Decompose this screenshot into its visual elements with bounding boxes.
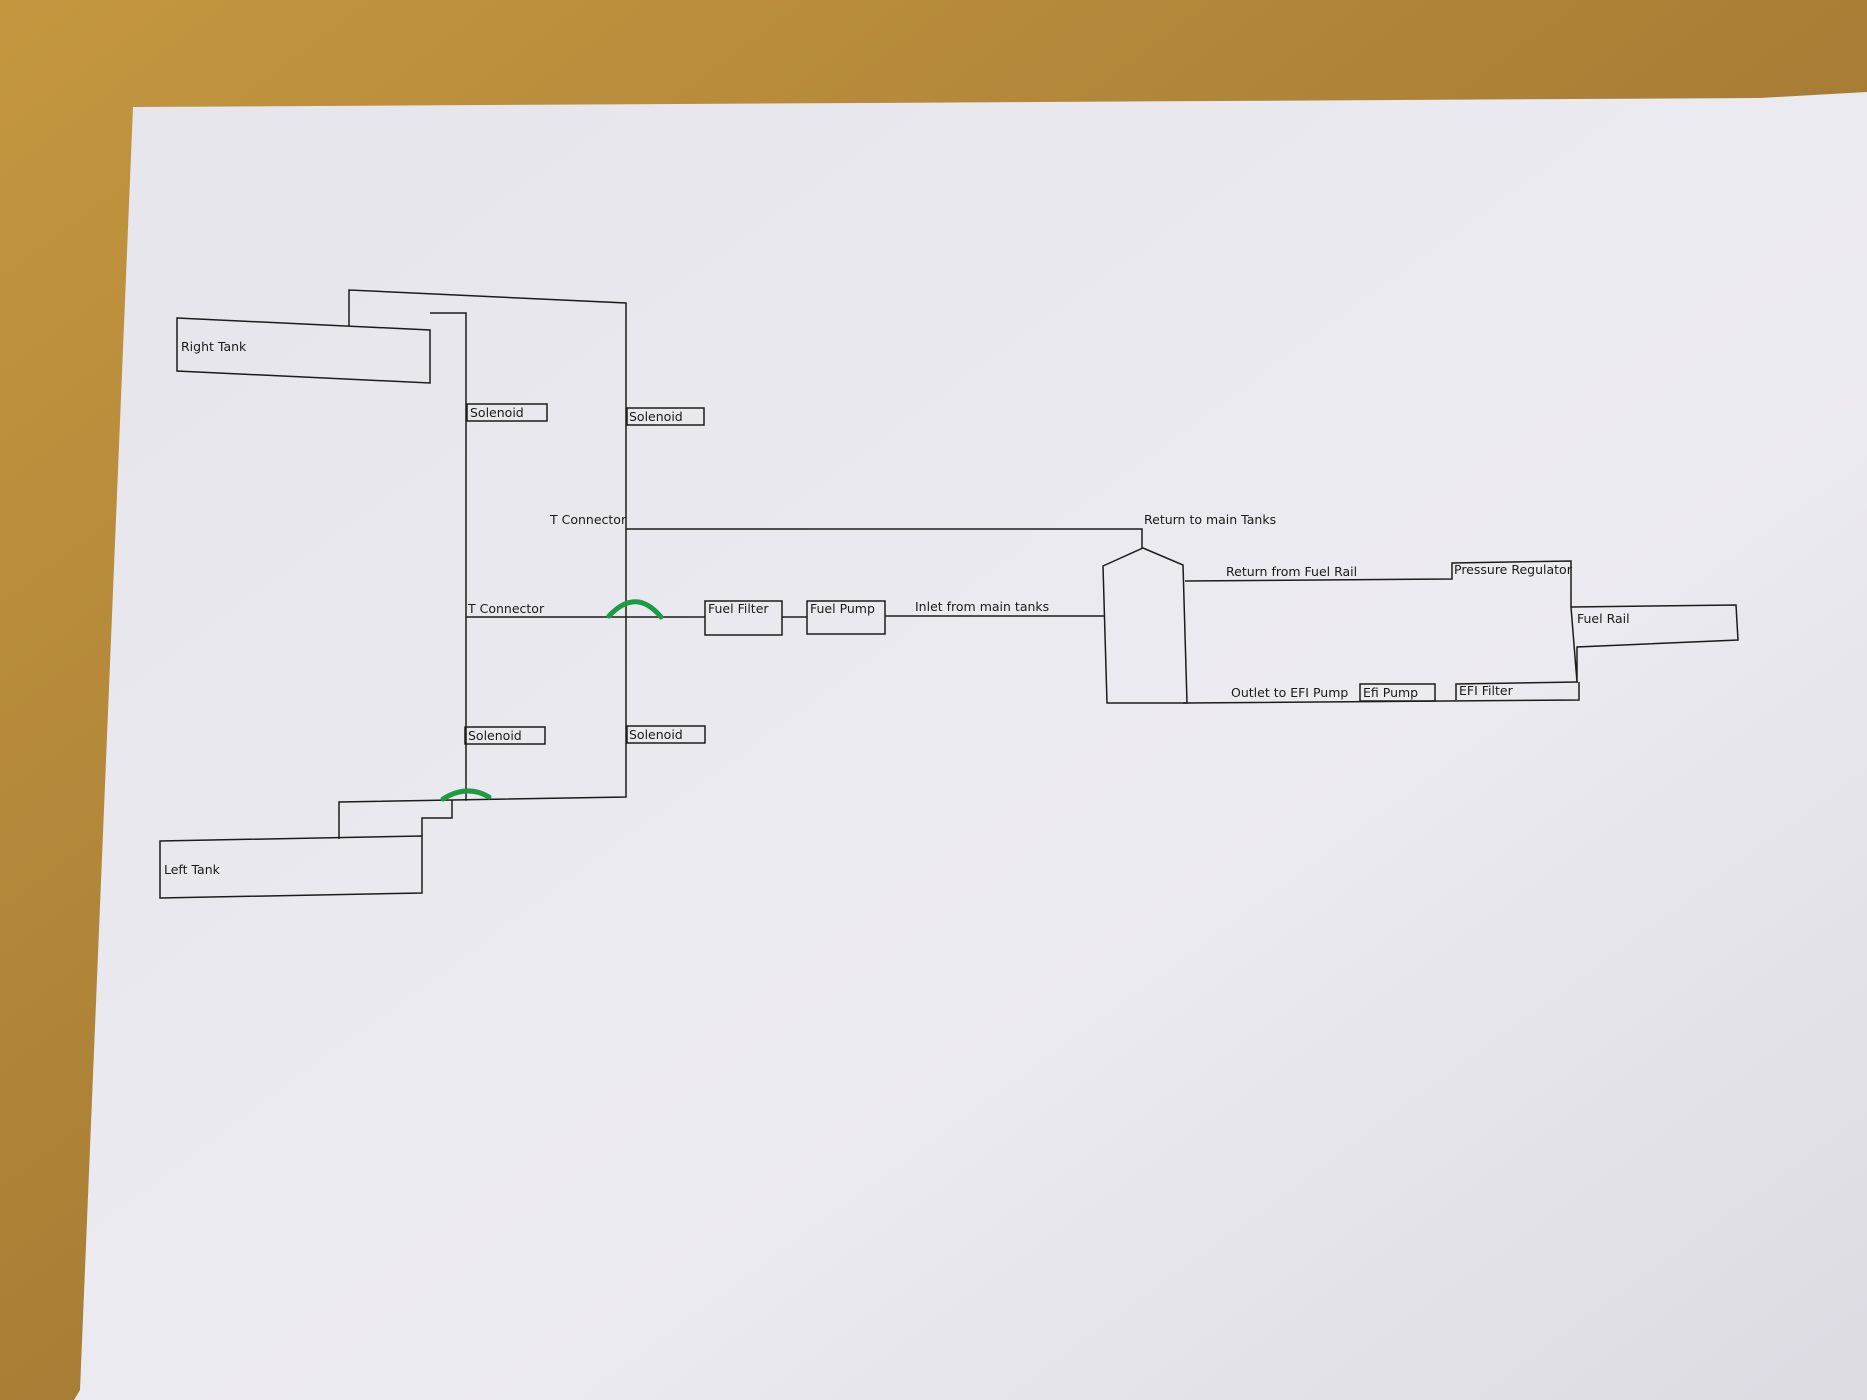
fuel-filter-box: [704, 600, 783, 636]
left-tank-label: Left Tank: [164, 862, 221, 877]
solenoid-top-right-box: [626, 407, 705, 426]
solenoid-bottom-left-box: [464, 726, 546, 745]
return-to-main-tanks-label: Return to main Tanks: [1144, 512, 1276, 527]
return-from-fuel-rail-line: [1184, 560, 1572, 607]
return-from-fuel-rail-label: Return from Fuel Rail: [1226, 564, 1357, 579]
solenoid-top-left-label: Solenoid: [470, 405, 524, 420]
paper-sheet: [74, 92, 1867, 1400]
fuel-filter-label: Fuel Filter: [708, 601, 769, 616]
solenoid-bottom-right-box: [626, 725, 706, 744]
t-connector-right-label: T Connector: [549, 512, 627, 527]
fuel-pump-box: [806, 600, 886, 635]
right-tank-box: [176, 317, 431, 384]
efi-pump-box: [1359, 683, 1436, 702]
solenoid-bottom-right-label: Solenoid: [629, 727, 683, 742]
efi-pump-label: Efi Pump: [1363, 685, 1418, 700]
inlet-from-main-tanks-label: Inlet from main tanks: [915, 599, 1049, 614]
left-tank-box: [159, 835, 423, 899]
efi-filter-box: [1455, 681, 1579, 700]
fuel-rail-box: [1570, 604, 1739, 683]
green-crossover-mark-lower: [440, 788, 492, 802]
solenoid-top-left-box: [466, 403, 548, 422]
left-tank-connection: [421, 800, 453, 836]
right-tank-top-pipe: [338, 289, 627, 839]
efi-filter-label: EFI Filter: [1459, 683, 1514, 698]
return-to-main-tanks-line: [626, 528, 1143, 548]
green-crossover-mark-upper: [606, 599, 664, 620]
pressure-regulator-label: Pressure Regulator: [1454, 562, 1573, 577]
outlet-to-efi-pump-label: Outlet to EFI Pump: [1231, 685, 1348, 700]
fuel-pump-label: Fuel Pump: [810, 601, 875, 616]
solenoid-bottom-left-label: Solenoid: [468, 728, 522, 743]
collector-tank-shape: [1102, 547, 1188, 704]
fuel-rail-label: Fuel Rail: [1577, 611, 1630, 626]
solenoid-top-right-label: Solenoid: [629, 409, 683, 424]
t-connector-left-label: T Connector: [467, 601, 545, 616]
outlet-to-efi-pump-line: [1186, 682, 1580, 704]
right-tank-label: Right Tank: [181, 339, 247, 354]
